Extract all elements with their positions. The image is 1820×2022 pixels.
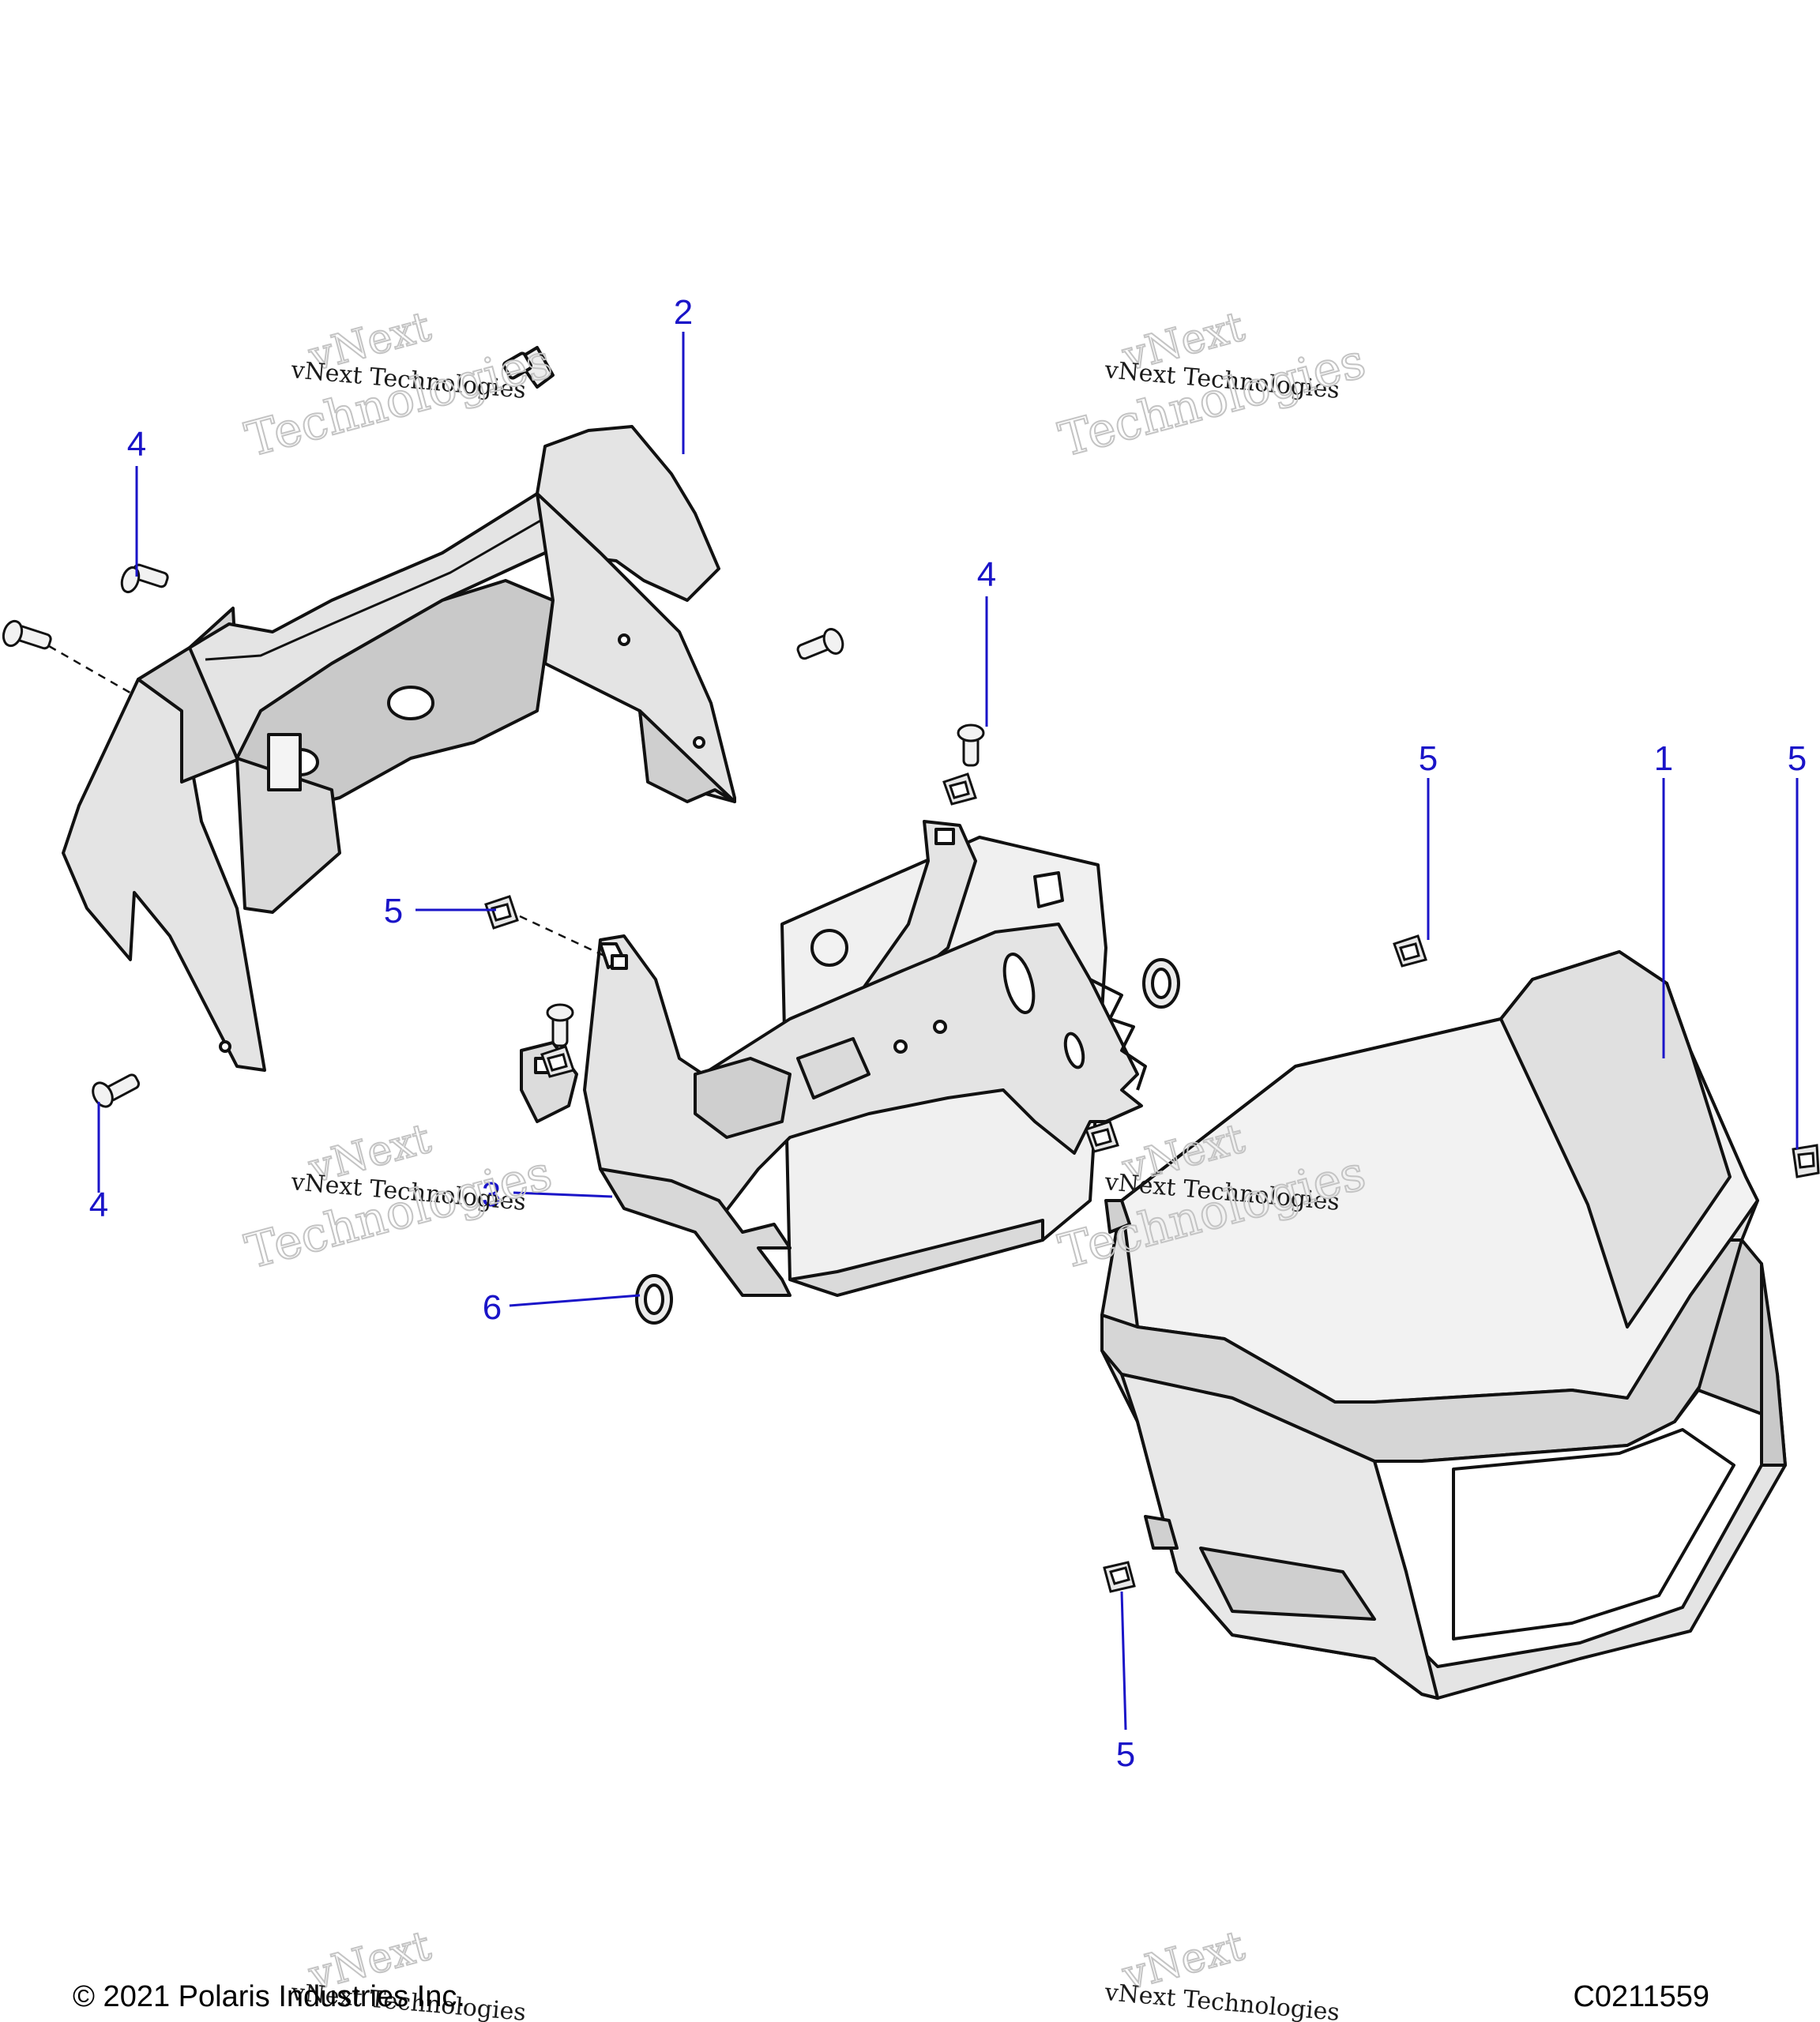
callout-label: 4 xyxy=(89,1186,108,1224)
part-screw-bracket-top xyxy=(957,723,985,767)
copyright-text: © 2021 Polaris Industries Inc. xyxy=(73,1980,465,2013)
part-screw-left-upper xyxy=(120,563,169,594)
callout-label: 4 xyxy=(127,425,146,464)
part-screw-left-far xyxy=(2,619,52,650)
callout-label: 6 xyxy=(483,1288,502,1327)
callout-label: 2 xyxy=(674,293,693,332)
part-grommet-left xyxy=(635,1274,673,1325)
part-clip-shroud-bottom xyxy=(1103,1561,1136,1593)
part-clip-bracket-right xyxy=(1085,1120,1119,1153)
part-upper-housing xyxy=(62,346,736,1072)
part-clip-shroud-top xyxy=(1393,934,1427,968)
watermark-bottom-right: vNext vNext Technologies xyxy=(1103,1922,1341,2022)
watermark-text: vNext Technologies xyxy=(1103,1979,1341,2022)
callout-label: 5 xyxy=(384,892,403,930)
callout-label: 5 xyxy=(1788,739,1807,778)
part-screw-bracket-mid xyxy=(546,1003,574,1047)
callout-label: 5 xyxy=(1419,739,1438,778)
watermark-middle-left: vNext vNext Technologies Technologies xyxy=(239,1114,558,1281)
callout-leaders xyxy=(97,332,1799,1731)
callout-label: 4 xyxy=(977,555,996,594)
part-screw-left-lower xyxy=(92,1073,141,1108)
watermark-top-left: vNext vNext Technologies Technologies xyxy=(239,303,558,469)
assembly-lines xyxy=(48,645,605,957)
callout-label: 3 xyxy=(482,1175,501,1214)
callout-label: 1 xyxy=(1654,739,1673,778)
callout-labels: 2 4 4 4 5 5 1 5 3 6 5 xyxy=(89,293,1807,1774)
part-clip-bracket-left xyxy=(540,1045,575,1078)
part-clip-shroud-right xyxy=(1792,1144,1820,1178)
part-clip-mid-left xyxy=(484,895,519,930)
drawing-number: C0211559 xyxy=(1573,1980,1709,2013)
part-grommet-right xyxy=(1142,958,1180,1009)
part-clip-bracket-top xyxy=(942,772,977,806)
watermark-top-right: vNext vNext Technologies Technologies xyxy=(1053,303,1372,469)
part-front-shroud xyxy=(1100,950,1787,1700)
part-screw-right-top xyxy=(796,628,844,660)
callout-label: 5 xyxy=(1116,1735,1135,1774)
part-mounting-bracket xyxy=(520,820,1147,1297)
